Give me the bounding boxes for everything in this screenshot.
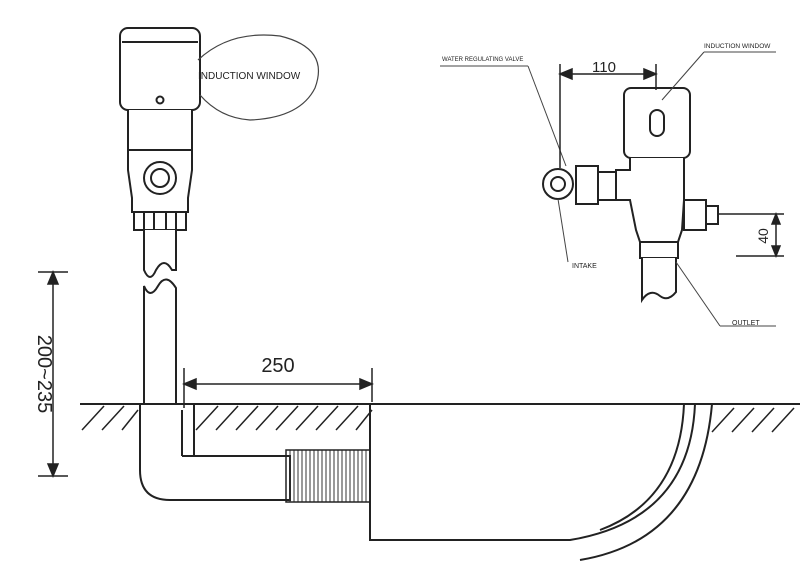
vertical-pipe	[143, 230, 177, 405]
detail-intake-nut	[575, 165, 599, 205]
valve-width-dimension	[558, 64, 658, 168]
corrugated-hose	[285, 449, 371, 503]
sensor-housing	[119, 27, 201, 111]
outlet-label: OUTLET	[732, 320, 760, 327]
height-dimension-label: 200~235	[33, 335, 55, 413]
water-regulating-valve-label: WATER REGULATING VALVE	[442, 57, 523, 63]
detail-induction-window-label: INDUCTION WINDOW	[704, 43, 771, 50]
urinal-bowl	[369, 403, 713, 561]
elbow-pipe	[139, 403, 291, 501]
detail-induction-window-icon	[649, 109, 665, 137]
detail-outlet-nut	[683, 199, 707, 231]
horizontal-dimension	[182, 368, 374, 408]
detail-valve-body	[542, 158, 719, 304]
intake-label: INTAKE	[572, 263, 597, 270]
outlet-height-label: 40	[755, 228, 771, 244]
height-dimension	[38, 270, 68, 478]
detail-leader-lines	[440, 51, 776, 327]
induction-window-label: INDUCTION WINDOW	[198, 71, 301, 82]
coupling-nut	[133, 211, 187, 231]
outlet-height-dimension	[718, 211, 784, 259]
detail-sensor-housing	[623, 87, 691, 159]
valve-width-label: 110	[592, 59, 616, 76]
sensor-dot-icon	[155, 95, 165, 105]
induction-window-callout	[197, 34, 319, 121]
valve-body	[127, 110, 193, 231]
horizontal-dimension-label: 250	[261, 355, 294, 377]
